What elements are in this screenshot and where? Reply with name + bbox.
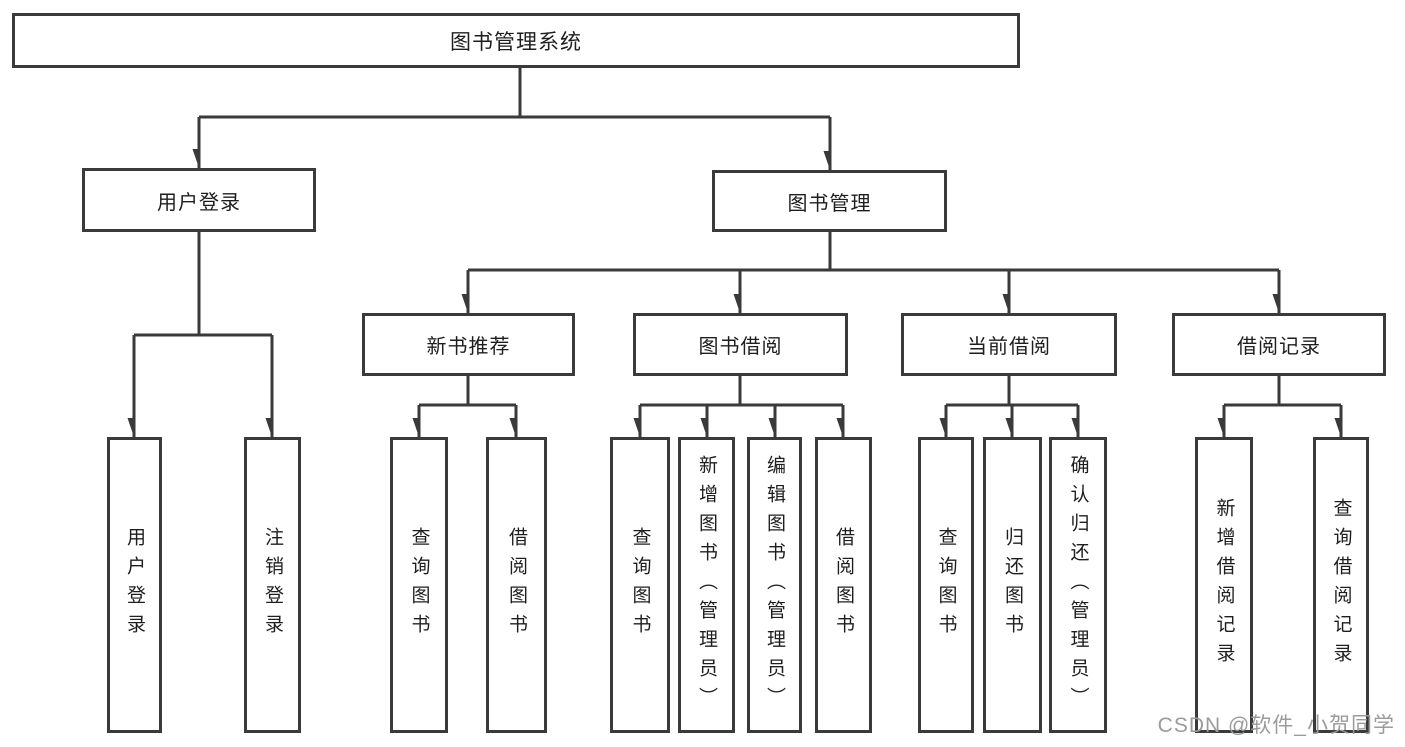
node-book-management: 图书管理 (712, 170, 947, 232)
node-leaf-records-add-record: 新增借阅记录 (1195, 437, 1253, 733)
node-label: 借阅图书 (506, 527, 527, 643)
node-label: 查询借阅记录 (1330, 498, 1352, 672)
node-borrowing-records: 借阅记录 (1172, 313, 1386, 376)
node-label: 图书管理系统 (450, 30, 582, 54)
node-leaf-borrowing-query-books: 查询图书 (610, 437, 670, 733)
node-leaf-borrowing-borrow-books: 借阅图书 (815, 437, 872, 733)
node-label: 借阅记录 (1237, 336, 1321, 358)
node-label: 注销登录 (262, 527, 283, 643)
node-current-borrowing: 当前借阅 (901, 313, 1117, 376)
node-leaf-login: 用户登录 (107, 437, 162, 733)
node-leaf-records-query-record: 查询借阅记录 (1313, 437, 1369, 733)
node-label: 查询图书 (629, 527, 651, 643)
node-leaf-current-return-books: 归还图书 (983, 437, 1042, 733)
node-label: 图书借阅 (698, 336, 783, 358)
node-leaf-logout: 注销登录 (244, 437, 301, 733)
node-new-book-recommend: 新书推荐 (362, 313, 575, 376)
node-leaf-borrowing-edit-books: 编辑图书（管理员） (747, 437, 802, 733)
node-leaf-borrowing-add-books: 新增图书（管理员） (678, 437, 735, 733)
node-leaf-newrec-query-books: 查询图书 (390, 437, 448, 733)
node-label: 确认归还（管理员） (1067, 454, 1089, 716)
node-label: 新增借阅记录 (1213, 498, 1235, 672)
node-label: 归还图书 (1002, 527, 1023, 643)
csdn-watermark: CSDN @软件_小贺同学 (1157, 714, 1395, 737)
node-root-system: 图书管理系统 (12, 13, 1020, 68)
node-user-login: 用户登录 (82, 168, 316, 232)
node-label: 查询图书 (408, 527, 430, 643)
node-book-borrowing: 图书借阅 (633, 313, 848, 376)
node-label: 借阅图书 (833, 527, 854, 643)
node-label: 当前借阅 (967, 336, 1051, 358)
node-label: 用户登录 (157, 191, 241, 214)
node-leaf-newrec-borrow-books: 借阅图书 (486, 437, 547, 733)
node-leaf-current-confirm-return: 确认归还（管理员） (1049, 437, 1107, 733)
node-label: 新增图书（管理员） (696, 454, 717, 716)
node-label: 新书推荐 (426, 336, 511, 358)
node-label: 查询图书 (935, 527, 957, 643)
node-label: 图书管理 (787, 192, 872, 215)
node-label: 用户登录 (124, 527, 145, 643)
node-label: 编辑图书（管理员） (764, 454, 785, 716)
node-leaf-current-query-books: 查询图书 (918, 437, 974, 733)
